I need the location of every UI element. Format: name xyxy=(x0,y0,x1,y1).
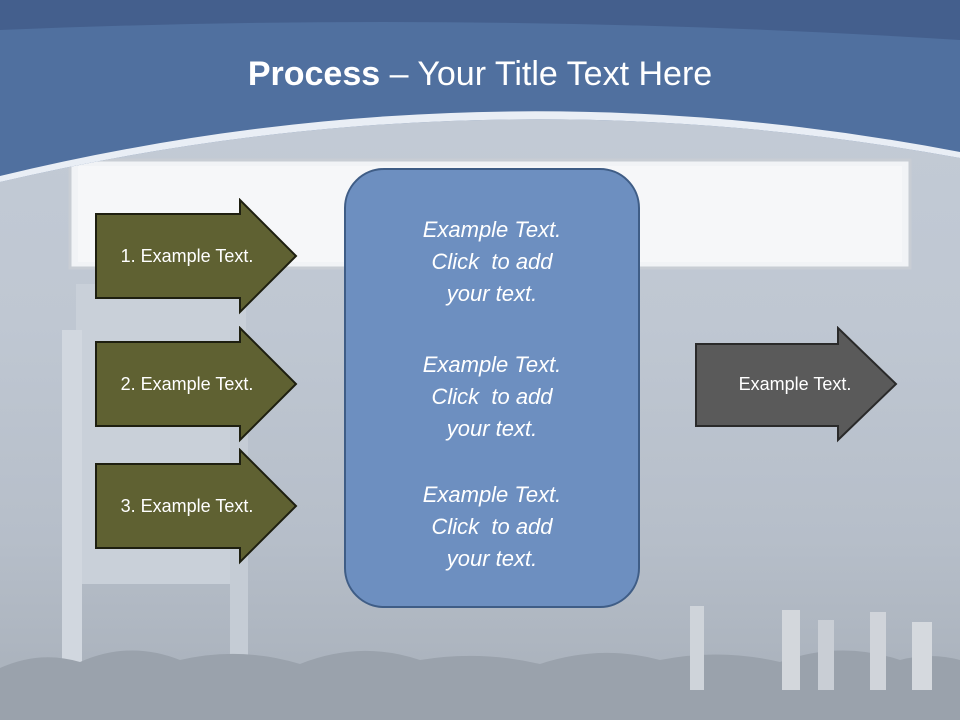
flag xyxy=(912,622,932,690)
process-text-1: Example Text. Click to add your text. xyxy=(346,214,638,310)
process-text-1-line-2: Click to add xyxy=(431,249,553,274)
input-arrow-2[interactable] xyxy=(94,326,300,444)
flag xyxy=(782,610,800,690)
billboard-post-left xyxy=(62,330,82,720)
process-text-3: Example Text. Click to add your text. xyxy=(346,479,638,575)
flag xyxy=(690,606,704,690)
process-text-2-line-2: Click to add xyxy=(431,384,553,409)
input-arrow-2-label: 2. Example Text. xyxy=(120,373,254,394)
input-arrow-3-label: 3. Example Text. xyxy=(120,495,254,516)
tree-line xyxy=(0,650,960,720)
process-text-3-line-3: your text. xyxy=(446,546,538,571)
input-arrow-3[interactable] xyxy=(94,448,300,566)
title-rest: – Your Title Text Here xyxy=(380,55,713,93)
slide-title[interactable]: Process – Your Title Text Here xyxy=(0,52,960,96)
process-text-1-line-3: your text. xyxy=(446,281,538,306)
title-bold: Process xyxy=(247,55,381,93)
process-text-3-line-2: Click to add xyxy=(431,514,553,539)
process-text-2: Example Text. Click to add your text. xyxy=(346,349,638,445)
process-text-2-line-1: Example Text. xyxy=(422,352,562,377)
process-text-3-line-1: Example Text. xyxy=(422,482,562,507)
output-arrow-label: Example Text. xyxy=(738,373,852,394)
output-arrow[interactable] xyxy=(694,326,900,444)
input-arrow-1-label: 1. Example Text. xyxy=(120,245,254,266)
header-band-top xyxy=(0,0,960,40)
process-text-2-line-3: your text. xyxy=(446,416,538,441)
process-text-1-line-1: Example Text. xyxy=(422,217,562,242)
input-arrow-1[interactable] xyxy=(94,198,300,316)
flag xyxy=(870,612,886,690)
process-box[interactable]: Example Text. Click to add your text. Ex… xyxy=(344,168,640,608)
flag xyxy=(818,620,834,690)
